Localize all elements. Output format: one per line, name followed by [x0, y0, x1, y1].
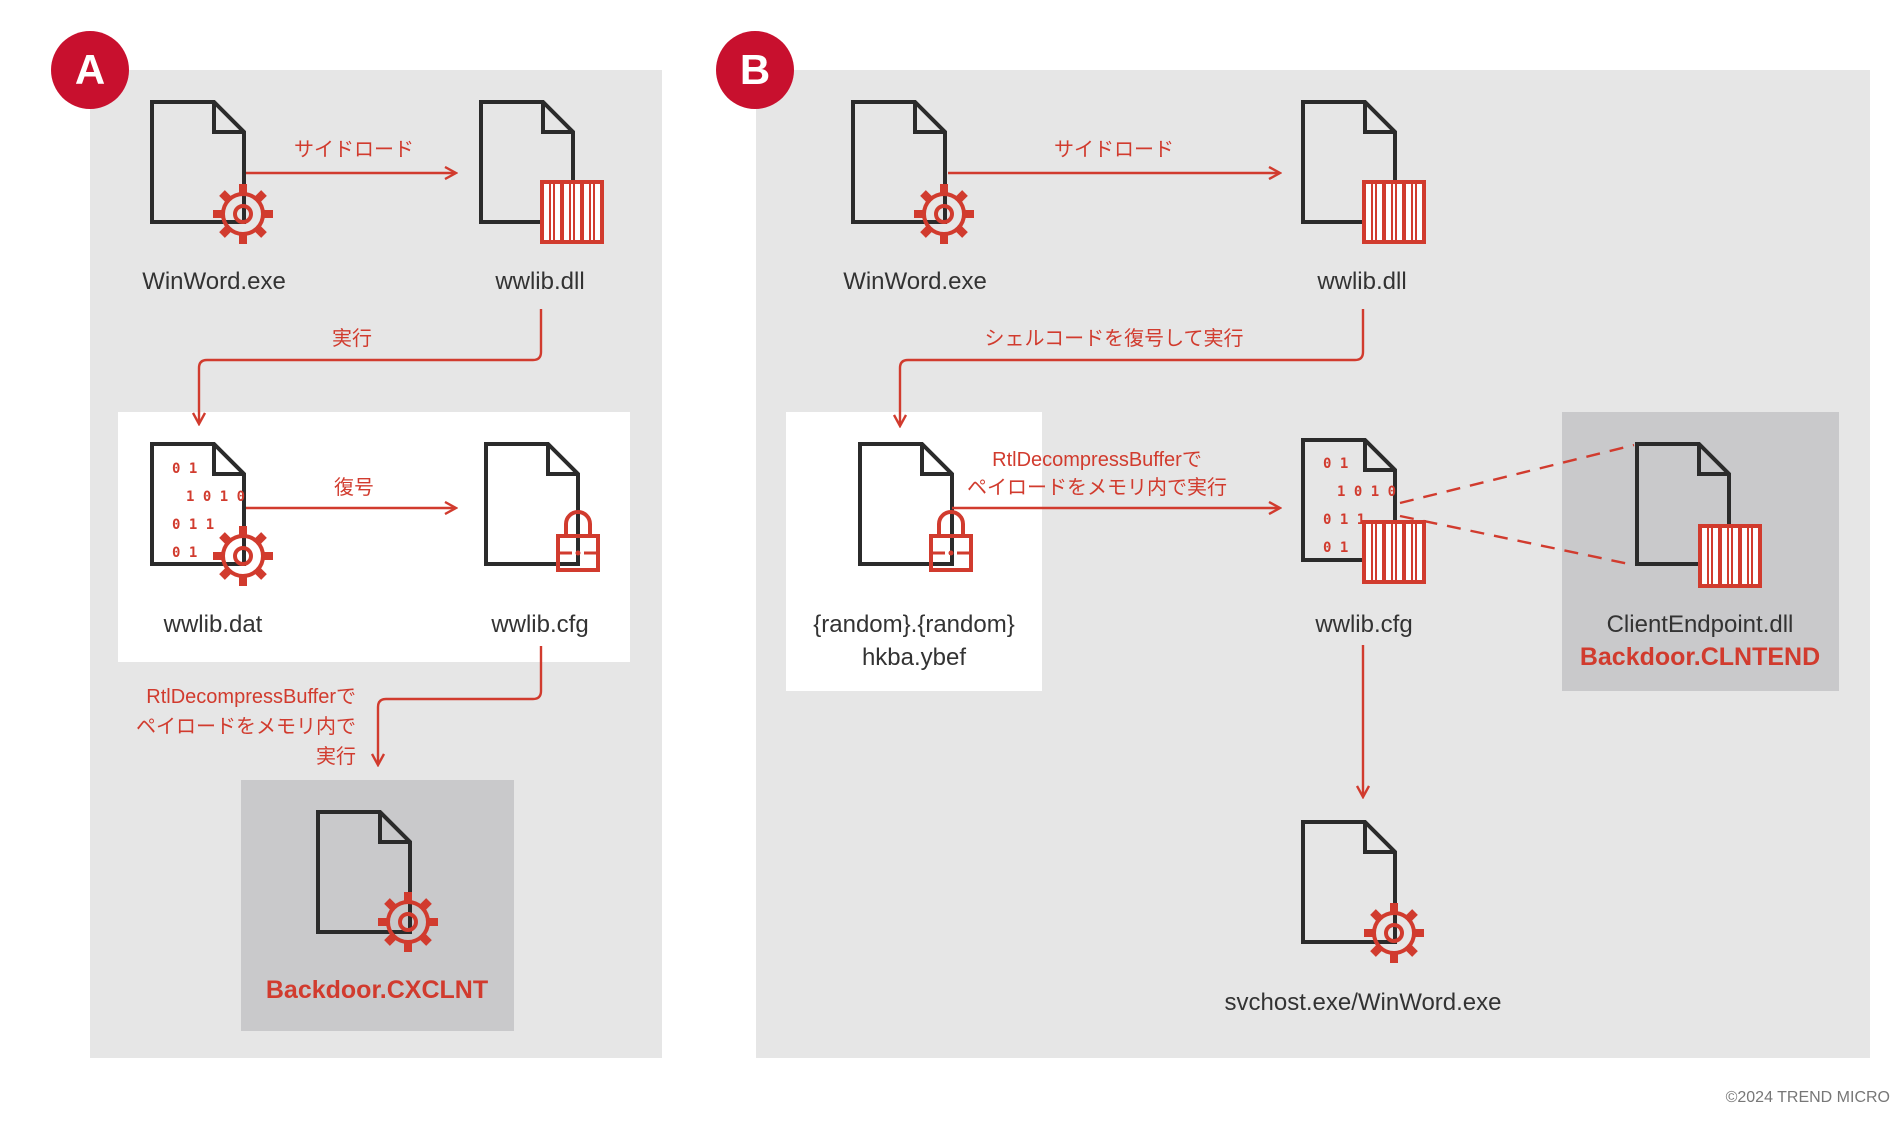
a-execute-arrow [199, 309, 543, 424]
panel-a-loader-box [118, 412, 630, 662]
a-execute-label: 実行 [332, 327, 372, 350]
b-malware-label: Backdoor.CLNTEND [1580, 643, 1820, 671]
b-wwlib-dll-library-icon [1362, 180, 1426, 244]
a-wwlib-dll-library-icon [540, 180, 604, 244]
svg-text:B: B [740, 46, 770, 93]
svg-text:A: A [75, 46, 105, 93]
a-sideload-label: サイドロード [294, 139, 414, 161]
b-wwlib-dll-label: wwlib.dll [1316, 268, 1406, 295]
panel-b-random-box [786, 412, 1042, 691]
b-wwlib-cfg-library-icon [1362, 520, 1426, 584]
b-random-label-line1: {random}.{random} [813, 611, 1014, 638]
a-malware-label: Backdoor.CXCLNT [266, 976, 488, 1004]
panel-b-badge: B [716, 31, 794, 109]
b-random-label-line2: hkba.ybef [862, 644, 966, 671]
b-wwlib-cfg-label: wwlib.cfg [1314, 611, 1412, 638]
b-winword-label: WinWord.exe [843, 268, 987, 295]
a-winword-label: WinWord.exe [142, 268, 286, 295]
b-memory-label-line2: ペイロードをメモリ内で実行 [967, 476, 1227, 499]
a-memory-execute-arrow [378, 646, 543, 765]
b-memory-label-line1: RtlDecompressBufferで [992, 449, 1202, 471]
b-client-endpoint-label: ClientEndpoint.dll [1607, 611, 1794, 638]
b-shellcode-label: シェルコードを復号して実行 [985, 327, 1244, 350]
a-memory-label-line1: RtlDecompressBufferで [146, 686, 356, 708]
b-dashed-link-bottom [1399, 514, 1635, 567]
a-decrypt-label: 復号 [334, 476, 374, 499]
panel-a-badge: A [51, 31, 129, 109]
b-svchost-label: svchost.exe/WinWord.exe [1225, 989, 1502, 1016]
a-memory-label-line2: ペイロードをメモリ内で [136, 715, 356, 738]
b-client-endpoint-library-icon [1698, 524, 1762, 588]
b-dashed-link-top [1399, 443, 1635, 505]
b-sideload-label: サイドロード [1054, 139, 1174, 161]
a-memory-label-line3: 実行 [316, 745, 356, 768]
b-shellcode-arrow [900, 309, 1365, 426]
a-wwlib-dll-label: wwlib.dll [494, 268, 584, 295]
panel-a-malware-box [241, 780, 514, 1031]
a-wwlib-cfg-label: wwlib.cfg [490, 611, 588, 638]
a-wwlib-dat-label: wwlib.dat [163, 611, 263, 638]
copyright-text: ©2024 TREND MICRO [1726, 1089, 1890, 1106]
